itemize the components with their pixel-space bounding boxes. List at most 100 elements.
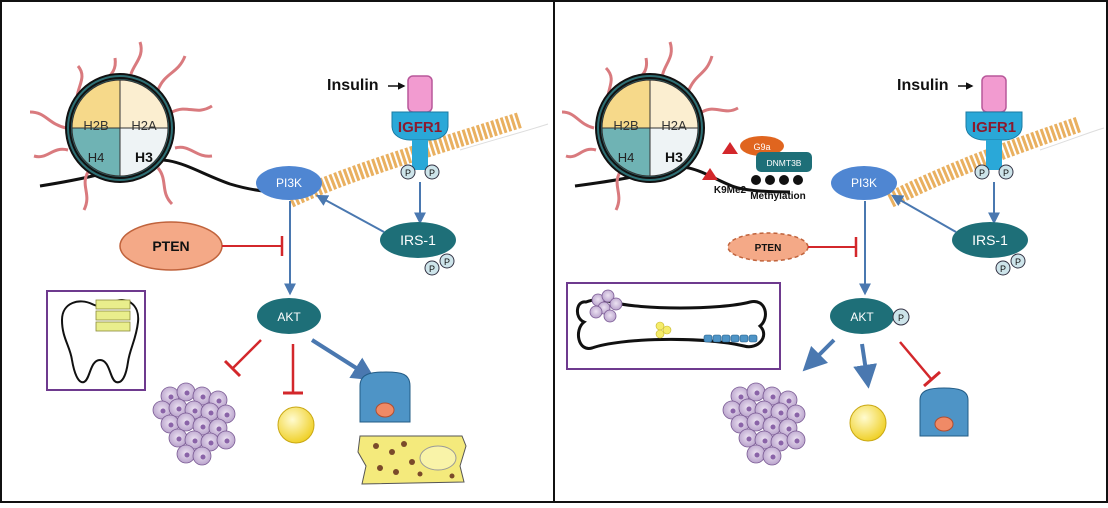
svg-text:P: P [429,264,435,274]
histone-h3-right: H3 [665,149,683,165]
osteoclast-nucleus [730,408,736,414]
irs1-node [380,222,456,258]
svg-text:P: P [979,168,985,178]
svg-text:P: P [1000,264,1006,274]
receptor-phospho: P P [400,164,440,180]
akt-label-right: AKT [850,310,874,324]
adipocyte-cell [277,406,315,444]
g9a-label: G9a [753,142,770,152]
osteoclast-nucleus [224,438,230,444]
osteoclast-nucleus [770,454,776,460]
osteoclast-nucleus [200,454,206,460]
osteoclast-nucleus [160,408,166,414]
marker-triangle [722,142,738,154]
osteoclast-nucleus [770,394,776,400]
akt-to-osteoclast-arrow [802,338,836,372]
osteoblast-cell [359,371,411,423]
adipocyte-cell-right [849,404,887,442]
osteoclast-cluster [152,382,236,466]
osteoclast-nucleus [762,408,768,414]
svg-text:P: P [1015,257,1021,267]
left-panel: H2B H2A H4 H3 Insulin IGFR1 P P PI3K [29,41,549,485]
irs1-label: IRS-1 [400,232,436,248]
akt-to-osteoblast-arrow [310,338,377,381]
akt-node-right [830,298,894,334]
osteoclast-nucleus [746,436,752,442]
osteoclast-nucleus [168,394,174,400]
membrane-outline [459,123,549,151]
nucleosome: H2B H2A H4 H3 [29,41,281,211]
dnmt3b-label: DNMT3B [767,158,802,168]
right-panel: H2B H2A H4 H3 G9a DNMT3B K9Me2 Methylati… [561,41,1105,466]
akt-label: AKT [277,310,301,324]
osteoclast-nucleus [184,390,190,396]
osteoclast-nucleus [794,438,800,444]
osteoclast-nucleus [208,440,214,446]
pi3k-node-right [831,166,897,200]
methylation-label: Methylation [750,191,806,202]
irs1-phospho-right: P P [995,253,1026,276]
osteoclast-nucleus [754,390,760,396]
igfr1-receptor-right: IGFR1 [965,75,1023,170]
osteoclast-nucleus [794,412,800,418]
osteoblast-cell-right [919,387,969,437]
osteoclast-nucleus [762,438,768,444]
osteoclast-nucleus [176,436,182,442]
histone-h4-right: H4 [618,150,635,165]
dnmt3b-node [756,152,812,172]
akt-phospho [892,308,910,326]
insulin-label-right: Insulin [897,77,949,94]
pi3k-label-right: PI3K [851,176,877,190]
akt-inhibit-osteoblast [899,341,933,381]
insulin-label: Insulin [327,77,379,94]
osteoclast-nucleus [770,424,776,430]
akt-node [257,298,321,334]
osteoclast-nucleus [778,440,784,446]
osteocyte-block [357,435,467,485]
osteoclast-nucleus [192,438,198,444]
irs1-phospho: P P [424,253,455,276]
osteoclast-nucleus [224,412,230,418]
svg-text:P: P [444,257,450,267]
osteoclast-nucleus [754,452,760,458]
pi3k-node [256,166,322,200]
svg-text:P: P [1003,168,1009,178]
osteoclast-nucleus [168,422,174,428]
osteoclast-nucleus [754,420,760,426]
irs1-node-right [952,222,1028,258]
osteoclast-nucleus [746,406,752,412]
svg-text:P: P [898,313,904,323]
osteoclast-nucleus [786,426,792,432]
osteoclast-nucleus [778,410,784,416]
osteoclast-nucleus [738,422,744,428]
osteoclast-nucleus [176,406,182,412]
osteoclast-nucleus [216,426,222,432]
osteoclast-nucleus [184,452,190,458]
irs1-label-right: IRS-1 [972,232,1008,248]
pten-label-right: PTEN [755,243,782,254]
osteoclast-cluster-right [722,382,806,466]
osteoclast-nucleus [200,424,206,430]
histone-h2a: H2A [131,118,157,133]
methylation-dots [751,175,803,185]
receptor-phospho-right: P P [974,164,1014,180]
g9a-node [740,136,784,156]
bone-inset [566,282,781,370]
k9me2-label: K9Me2 [714,185,747,196]
igfr1-label: IGFR1 [398,119,442,136]
akt-inhibit-osteoclast [232,339,262,369]
igfr1-receptor: IGFR1 [391,75,449,170]
histone-h4: H4 [88,150,105,165]
osteoclast-nucleus [216,398,222,404]
svg-text:P: P [405,168,411,178]
igfr1-label-right: IGFR1 [972,119,1016,136]
svg-text:P: P [429,168,435,178]
osteoclast-nucleus [208,410,214,416]
k9me2-triangle [702,168,718,180]
osteoclast-nucleus [200,394,206,400]
nucleosome-right: H2B H2A H4 H3 [561,41,791,211]
pi3k-label: PI3K [276,176,302,190]
osteoclast-nucleus [184,420,190,426]
histone-h2a-right: H2A [661,118,687,133]
